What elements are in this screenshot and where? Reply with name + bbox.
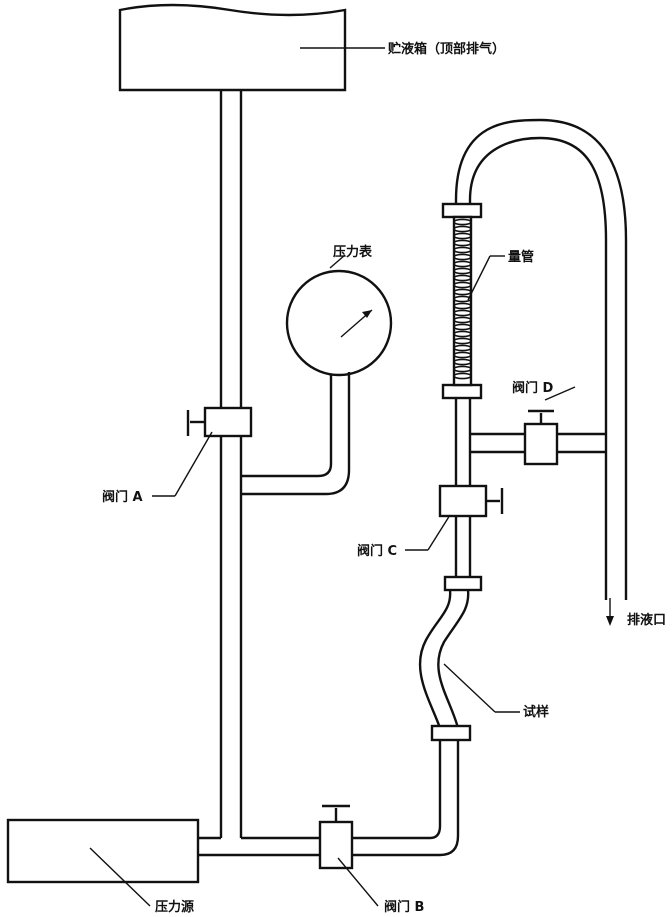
pressure-source-box	[6, 818, 200, 884]
burette-graduation-ring	[453, 260, 472, 268]
outlet-label: 排液口	[627, 612, 666, 628]
burette-graduation-ring	[453, 253, 472, 261]
burette-graduation-ring	[453, 274, 472, 282]
specimen-hose	[418, 575, 483, 742]
burette-graduation-ring	[453, 239, 472, 247]
gauge-label: 压力表	[333, 244, 373, 260]
burette	[441, 202, 483, 400]
reservoir-label: 贮液箱（顶部排气）	[387, 41, 505, 57]
burette-graduation-ring	[453, 337, 472, 345]
burette-graduation-ring	[453, 232, 472, 240]
burette-graduation-ring	[453, 295, 472, 303]
valve-b-label: 阀门 B	[384, 899, 424, 915]
valve-d-label: 阀门 D	[512, 380, 554, 396]
u-bend-pipe	[454, 118, 628, 600]
burette-graduation-ring	[453, 358, 472, 366]
burette-label: 量管	[508, 249, 534, 265]
valve-d	[523, 409, 559, 466]
burette-graduation-ring	[453, 246, 472, 254]
valve-a-label: 阀门 A	[102, 489, 143, 505]
main-pipe	[219, 90, 243, 838]
burette-graduation-ring	[453, 372, 472, 380]
burette-graduation-ring	[453, 302, 472, 310]
burette-graduation-ring	[453, 225, 472, 233]
drain-arrow	[606, 598, 614, 626]
leader-lines	[89, 47, 576, 907]
pressure-gauge	[285, 269, 393, 377]
burette-graduation-ring	[453, 323, 472, 331]
reservoir-tank	[118, 3, 347, 92]
valve-d-branch	[470, 432, 606, 454]
burette-graduation-ring	[453, 267, 472, 275]
bottom-pipe	[198, 740, 460, 857]
burette-graduation-ring	[453, 218, 472, 226]
valve-a	[186, 406, 253, 438]
specimen-label: 试样	[523, 704, 549, 720]
valve-c	[438, 484, 504, 518]
burette-graduation-ring	[453, 330, 472, 338]
burette-graduation-ring	[453, 351, 472, 359]
gauge-connection-pipe	[241, 372, 351, 496]
burette-graduation-ring	[453, 316, 472, 324]
pressure-source-label: 压力源	[155, 899, 194, 915]
burette-graduation-ring	[453, 288, 472, 296]
valve-b	[318, 804, 354, 870]
valve-c-label: 阀门 C	[357, 543, 397, 559]
burette-graduation-ring	[453, 344, 472, 352]
burette-graduation-ring	[453, 281, 472, 289]
burette-graduation-ring	[453, 365, 472, 373]
burette-graduation-ring	[453, 309, 472, 317]
